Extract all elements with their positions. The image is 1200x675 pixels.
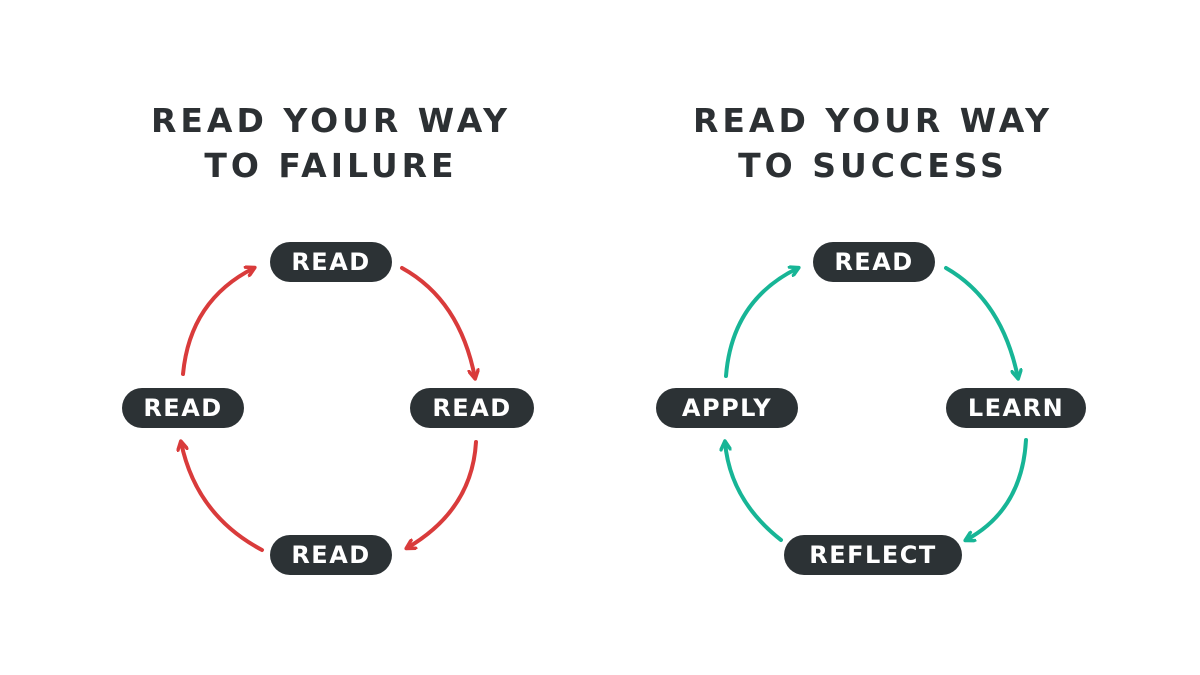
success-arrow-learn-to-reflect [966,438,1028,540]
success-cycle-diagram: READ YOUR WAY TO SUCCESS READ LEARN REFL… [600,0,1200,675]
success-node-reflect: REFLECT [784,535,962,575]
failure-cycle-diagram: READ YOUR WAY TO FAILURE READ READ READ … [0,0,600,575]
failure-arrow-top-to-right [400,266,475,378]
success-node-apply: APPLY [656,388,798,428]
failure-arrow-left-to-top [181,268,254,376]
success-cycle-arrows [600,0,1028,675]
failure-node-right: READ [410,388,534,428]
failure-node-top: READ [270,242,392,282]
success-arrow-reflect-to-apply [725,442,783,542]
success-title: READ YOUR WAY TO SUCCESS [573,98,1173,188]
success-title-line2: TO SUCCESS [738,146,1008,185]
failure-node-bottom: READ [270,535,392,575]
failure-title-line2: TO FAILURE [204,146,458,185]
success-node-read: READ [813,242,935,282]
success-title-line1: READ YOUR WAY [692,101,1054,140]
failure-title: READ YOUR WAY TO FAILURE [31,98,631,188]
failure-cycle-arrows [0,0,600,552]
success-arrow-apply-to-read [724,268,798,378]
failure-arrow-bottom-to-left [181,442,264,552]
failure-arrow-right-to-bottom [407,440,478,548]
success-arrow-read-to-learn [944,266,1018,378]
failure-title-line1: READ YOUR WAY [150,101,512,140]
failure-node-left: READ [122,388,244,428]
success-node-learn: LEARN [946,388,1086,428]
